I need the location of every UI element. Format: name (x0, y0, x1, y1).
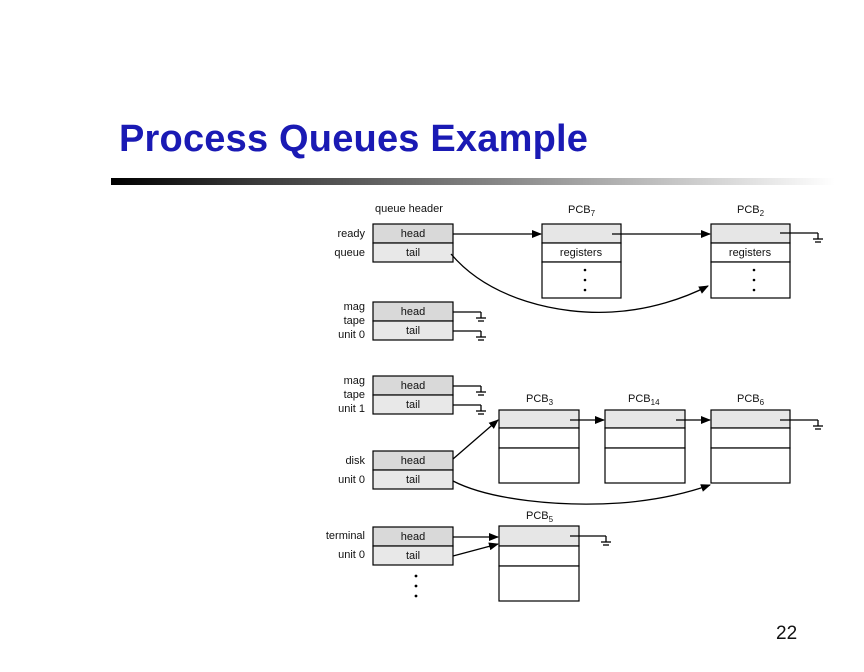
tail-cell (372, 469, 454, 490)
mag-tape-unit-1-queue: mag tape unit 1 head tail (338, 375, 486, 415)
registers-label: registers (560, 247, 603, 259)
queue-label-line: ready (337, 228, 365, 240)
null-ground-icon (476, 331, 486, 341)
pcb-header-cell (710, 223, 791, 244)
tail-label: tail (406, 550, 420, 562)
head-label: head (401, 228, 425, 240)
pcb-header-cell (604, 409, 686, 429)
pcb-header-cell (498, 525, 580, 547)
pcb-body (710, 447, 791, 484)
null-ground-icon (813, 420, 823, 430)
tail-label: tail (406, 247, 420, 259)
disk-unit-0-queue: disk unit 0 head tail (338, 450, 454, 490)
pcb-label: PCB14 (628, 393, 660, 407)
queue-label-line: unit 0 (338, 329, 365, 341)
pcb-label: PCB2 (737, 204, 765, 218)
page-number: 22 (776, 623, 798, 644)
title-underline-bar (111, 178, 835, 185)
pcb-6: PCB6 (710, 393, 823, 484)
queue-label-line: tape (344, 315, 365, 327)
queue-label-line: queue (334, 247, 365, 259)
registers-label: registers (729, 247, 772, 259)
queue-header-label: queue header (375, 203, 443, 215)
head-label: head (401, 380, 425, 392)
terminal-unit-0-queue: terminal unit 0 head tail (326, 526, 454, 598)
head-label: head (401, 531, 425, 543)
arrow-terminal-tail-to-pcb5 (452, 542, 499, 557)
pcb-label: PCB7 (568, 204, 596, 218)
null-ground-icon (601, 536, 611, 546)
pcb-body (604, 447, 686, 484)
pointer-arrows (450, 230, 711, 557)
queue-label-line: mag (344, 375, 365, 387)
null-ground-icon (476, 405, 486, 415)
queue-label-line: unit 0 (338, 549, 365, 561)
queue-label-line: disk (345, 455, 365, 467)
pcb-row-cell (604, 427, 686, 449)
pcb-header-cell (710, 409, 791, 429)
pcb-row-cell (498, 545, 580, 567)
pcb-14: PCB14 (604, 393, 686, 484)
slide-title: Process Queues Example (119, 118, 589, 160)
pcb-body (710, 261, 791, 299)
pcb-label: PCB3 (526, 393, 554, 407)
queue-label-line: unit 1 (338, 403, 365, 415)
pcb-row-cell (710, 427, 791, 449)
null-ground-icon (813, 233, 823, 243)
head-label: head (401, 455, 425, 467)
queue-label-line: mag (344, 301, 365, 313)
ready-queue: ready queue head tail (334, 223, 454, 263)
pcb-body (498, 447, 580, 484)
pcb-body (541, 261, 622, 299)
pcb-label: PCB6 (737, 393, 765, 407)
pcb-label: PCB5 (526, 510, 554, 524)
null-ground-icon (476, 386, 486, 396)
queue-label-line: unit 0 (338, 474, 365, 486)
head-label: head (401, 306, 425, 318)
arrow-disk-head-to-pcb3 (452, 419, 499, 460)
pcb-row-cell (498, 427, 580, 449)
pcb-header-cell (541, 223, 622, 244)
null-ground-icon (476, 312, 486, 322)
arrow-disk-tail-to-pcb6 (452, 480, 711, 505)
queue-label-line: terminal (326, 530, 365, 542)
mag-tape-unit-0-queue: mag tape unit 0 head tail (338, 301, 486, 341)
tail-label: tail (406, 474, 420, 486)
pcb-body (498, 565, 580, 602)
tail-label: tail (406, 399, 420, 411)
pcb-3: PCB3 (498, 393, 580, 484)
tail-cell (372, 242, 454, 263)
tail-label: tail (406, 325, 420, 337)
pcb-2: PCB2 registers (710, 204, 823, 299)
queue-label-line: tape (344, 389, 365, 401)
pcb-5: PCB5 (498, 510, 611, 602)
arrow-ready-tail-to-pcb2 (450, 253, 709, 314)
pcb-header-cell (498, 409, 580, 429)
continuation-dots (414, 574, 418, 598)
pcb-7: PCB7 registers (541, 204, 622, 299)
